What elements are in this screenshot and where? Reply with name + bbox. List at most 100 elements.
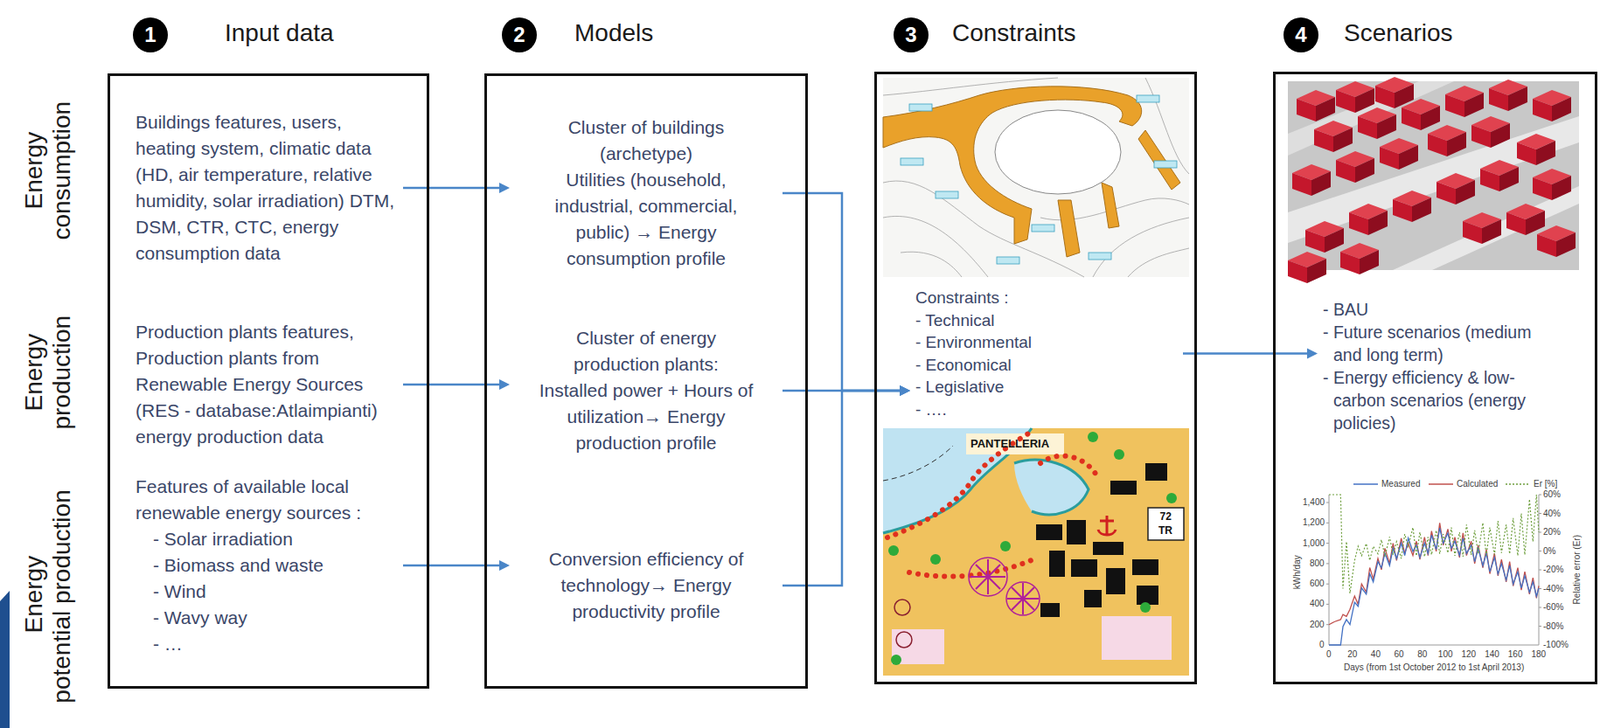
column-panel: ModelsCluster of buildings (archetype)Ut… — [484, 73, 808, 689]
legend-text: Calculated — [1456, 479, 1498, 490]
text-block: Cluster of buildings (archetype)Utilitie… — [509, 111, 783, 276]
axis-label: 600 — [1309, 578, 1325, 590]
list-item: - Environmental — [915, 331, 1178, 355]
scenario-list: - BAU- Future scenarios (medium and long… — [1317, 294, 1538, 439]
planning-map — [883, 428, 1190, 676]
callout-number: 4 — [1283, 17, 1319, 53]
connector — [782, 193, 911, 397]
callout-number: 2 — [501, 17, 537, 53]
arrow-head — [499, 379, 510, 390]
panel-heading: Input data — [224, 18, 334, 49]
column-panel: Input dataBuildings features, users, hea… — [107, 73, 430, 689]
text-block: Conversion efficiency of technology→ Ene… — [509, 542, 783, 629]
axis-label: 60% — [1543, 489, 1561, 501]
axis-label: 400 — [1309, 598, 1325, 610]
row-label: Energy potential production — [20, 486, 77, 704]
connector — [1182, 348, 1318, 360]
panel-heading: Models — [574, 18, 654, 49]
topographic-map — [883, 77, 1190, 278]
list-item: - …. — [915, 398, 1178, 422]
axis-label: 0% — [1543, 546, 1556, 557]
text-block: Features of available local renewable en… — [130, 470, 404, 661]
body-text: Conversion efficiency of technology→ Ene… — [536, 546, 756, 626]
list-item: - Biomass and waste — [135, 552, 398, 579]
map-label: TR — [1158, 525, 1173, 538]
list-item: - Wavy way — [135, 605, 398, 632]
axis-label: 20 — [1347, 649, 1357, 661]
axis-label: 1,400 — [1302, 497, 1325, 508]
list-item: - Solar irradiation — [135, 526, 398, 553]
panel-heading: Constraints — [952, 18, 1077, 49]
body-text: Cluster of energy production plants: — [552, 325, 741, 378]
legend-text: Er [%] — [1533, 479, 1558, 490]
axis-label: -40% — [1543, 584, 1564, 595]
body-text: Constraints : — [915, 286, 1178, 310]
body-text: Features of available local renewable en… — [135, 473, 398, 527]
list-item: - Legislative — [915, 375, 1178, 399]
axis-label: 0 — [1319, 640, 1325, 651]
axis-label: 200 — [1309, 619, 1325, 631]
axis-label: 140 — [1484, 649, 1500, 661]
list-item: - Energy efficiency & low-carbon scenari… — [1322, 366, 1533, 435]
axis-label: 1,000 — [1302, 538, 1325, 550]
connector-line — [782, 390, 902, 586]
body-text: Cluster of buildings (archetype) — [543, 114, 750, 167]
arrow-head — [899, 385, 911, 397]
row-label: Energy consumption — [20, 87, 77, 254]
connector — [782, 385, 911, 586]
list-item: - Wind — [135, 578, 398, 606]
body-text: Utilities (household, industrial, commer… — [543, 166, 750, 272]
arrow-head — [1307, 348, 1318, 360]
axis-label: -60% — [1543, 602, 1564, 613]
axis-label: 1,200 — [1302, 517, 1325, 529]
axis-label: -80% — [1543, 621, 1564, 633]
axis-label: 100 — [1438, 649, 1454, 661]
body-text: Installed power + Hours of utilization→ … — [534, 377, 759, 457]
axis-label: 20% — [1543, 527, 1561, 538]
map-label: PANTELLERIA — [970, 438, 1050, 452]
axis-label: 120 — [1460, 649, 1476, 661]
connector — [403, 560, 510, 571]
connector — [403, 182, 510, 194]
arrow-head — [499, 182, 510, 194]
list-item: - Technical — [915, 309, 1178, 333]
axis-label: 160 — [1508, 649, 1524, 661]
axis-label: 800 — [1309, 558, 1325, 570]
row-label: Energy production — [20, 289, 77, 456]
callout-number: 1 — [132, 17, 168, 53]
corner-band — [0, 591, 10, 728]
map-label: 72 — [1160, 511, 1172, 524]
axis-label: 60 — [1393, 649, 1404, 661]
axis-label: -100% — [1543, 640, 1569, 651]
legend-text: Measured — [1381, 479, 1420, 490]
list-item: - … — [135, 631, 398, 658]
axis-label: Days (from 1st October 2012 to 1st April… — [1343, 662, 1524, 674]
axis-label: 80 — [1417, 649, 1427, 661]
axis-label: 40% — [1543, 508, 1561, 520]
axis-label: -20% — [1543, 564, 1564, 576]
body-text: Production plants features, Production p… — [135, 319, 398, 451]
axis-label: Relative error (Er) — [1571, 535, 1582, 605]
axis-label: kWh/day — [1291, 555, 1302, 590]
column-panel: ConstraintsConstraints :- Technical- Env… — [874, 71, 1197, 685]
list-item: - Future scenarios (medium and long term… — [1322, 320, 1533, 367]
connector-line — [782, 193, 902, 391]
city-model — [1287, 76, 1580, 284]
list-item: - BAU — [1322, 298, 1533, 321]
list-item: - Economical — [915, 354, 1178, 377]
arrow-head — [899, 385, 911, 397]
arrow-head — [499, 560, 510, 571]
axis-label: 0 — [1326, 649, 1332, 661]
callout-number: 3 — [893, 17, 929, 53]
constraint-list: Constraints :- Technical- Environmental-… — [910, 283, 1183, 425]
line-chart — [1287, 477, 1590, 677]
text-block: Cluster of energy production plants:Inst… — [509, 321, 783, 460]
connector — [403, 379, 510, 390]
arrow-head — [899, 385, 911, 397]
axis-label: 180 — [1530, 649, 1546, 661]
panel-heading: Scenarios — [1343, 18, 1454, 49]
body-text: Buildings features, users, heating syste… — [135, 109, 398, 267]
text-block: Buildings features, users, heating syste… — [130, 105, 404, 271]
axis-label: 40 — [1370, 649, 1381, 661]
